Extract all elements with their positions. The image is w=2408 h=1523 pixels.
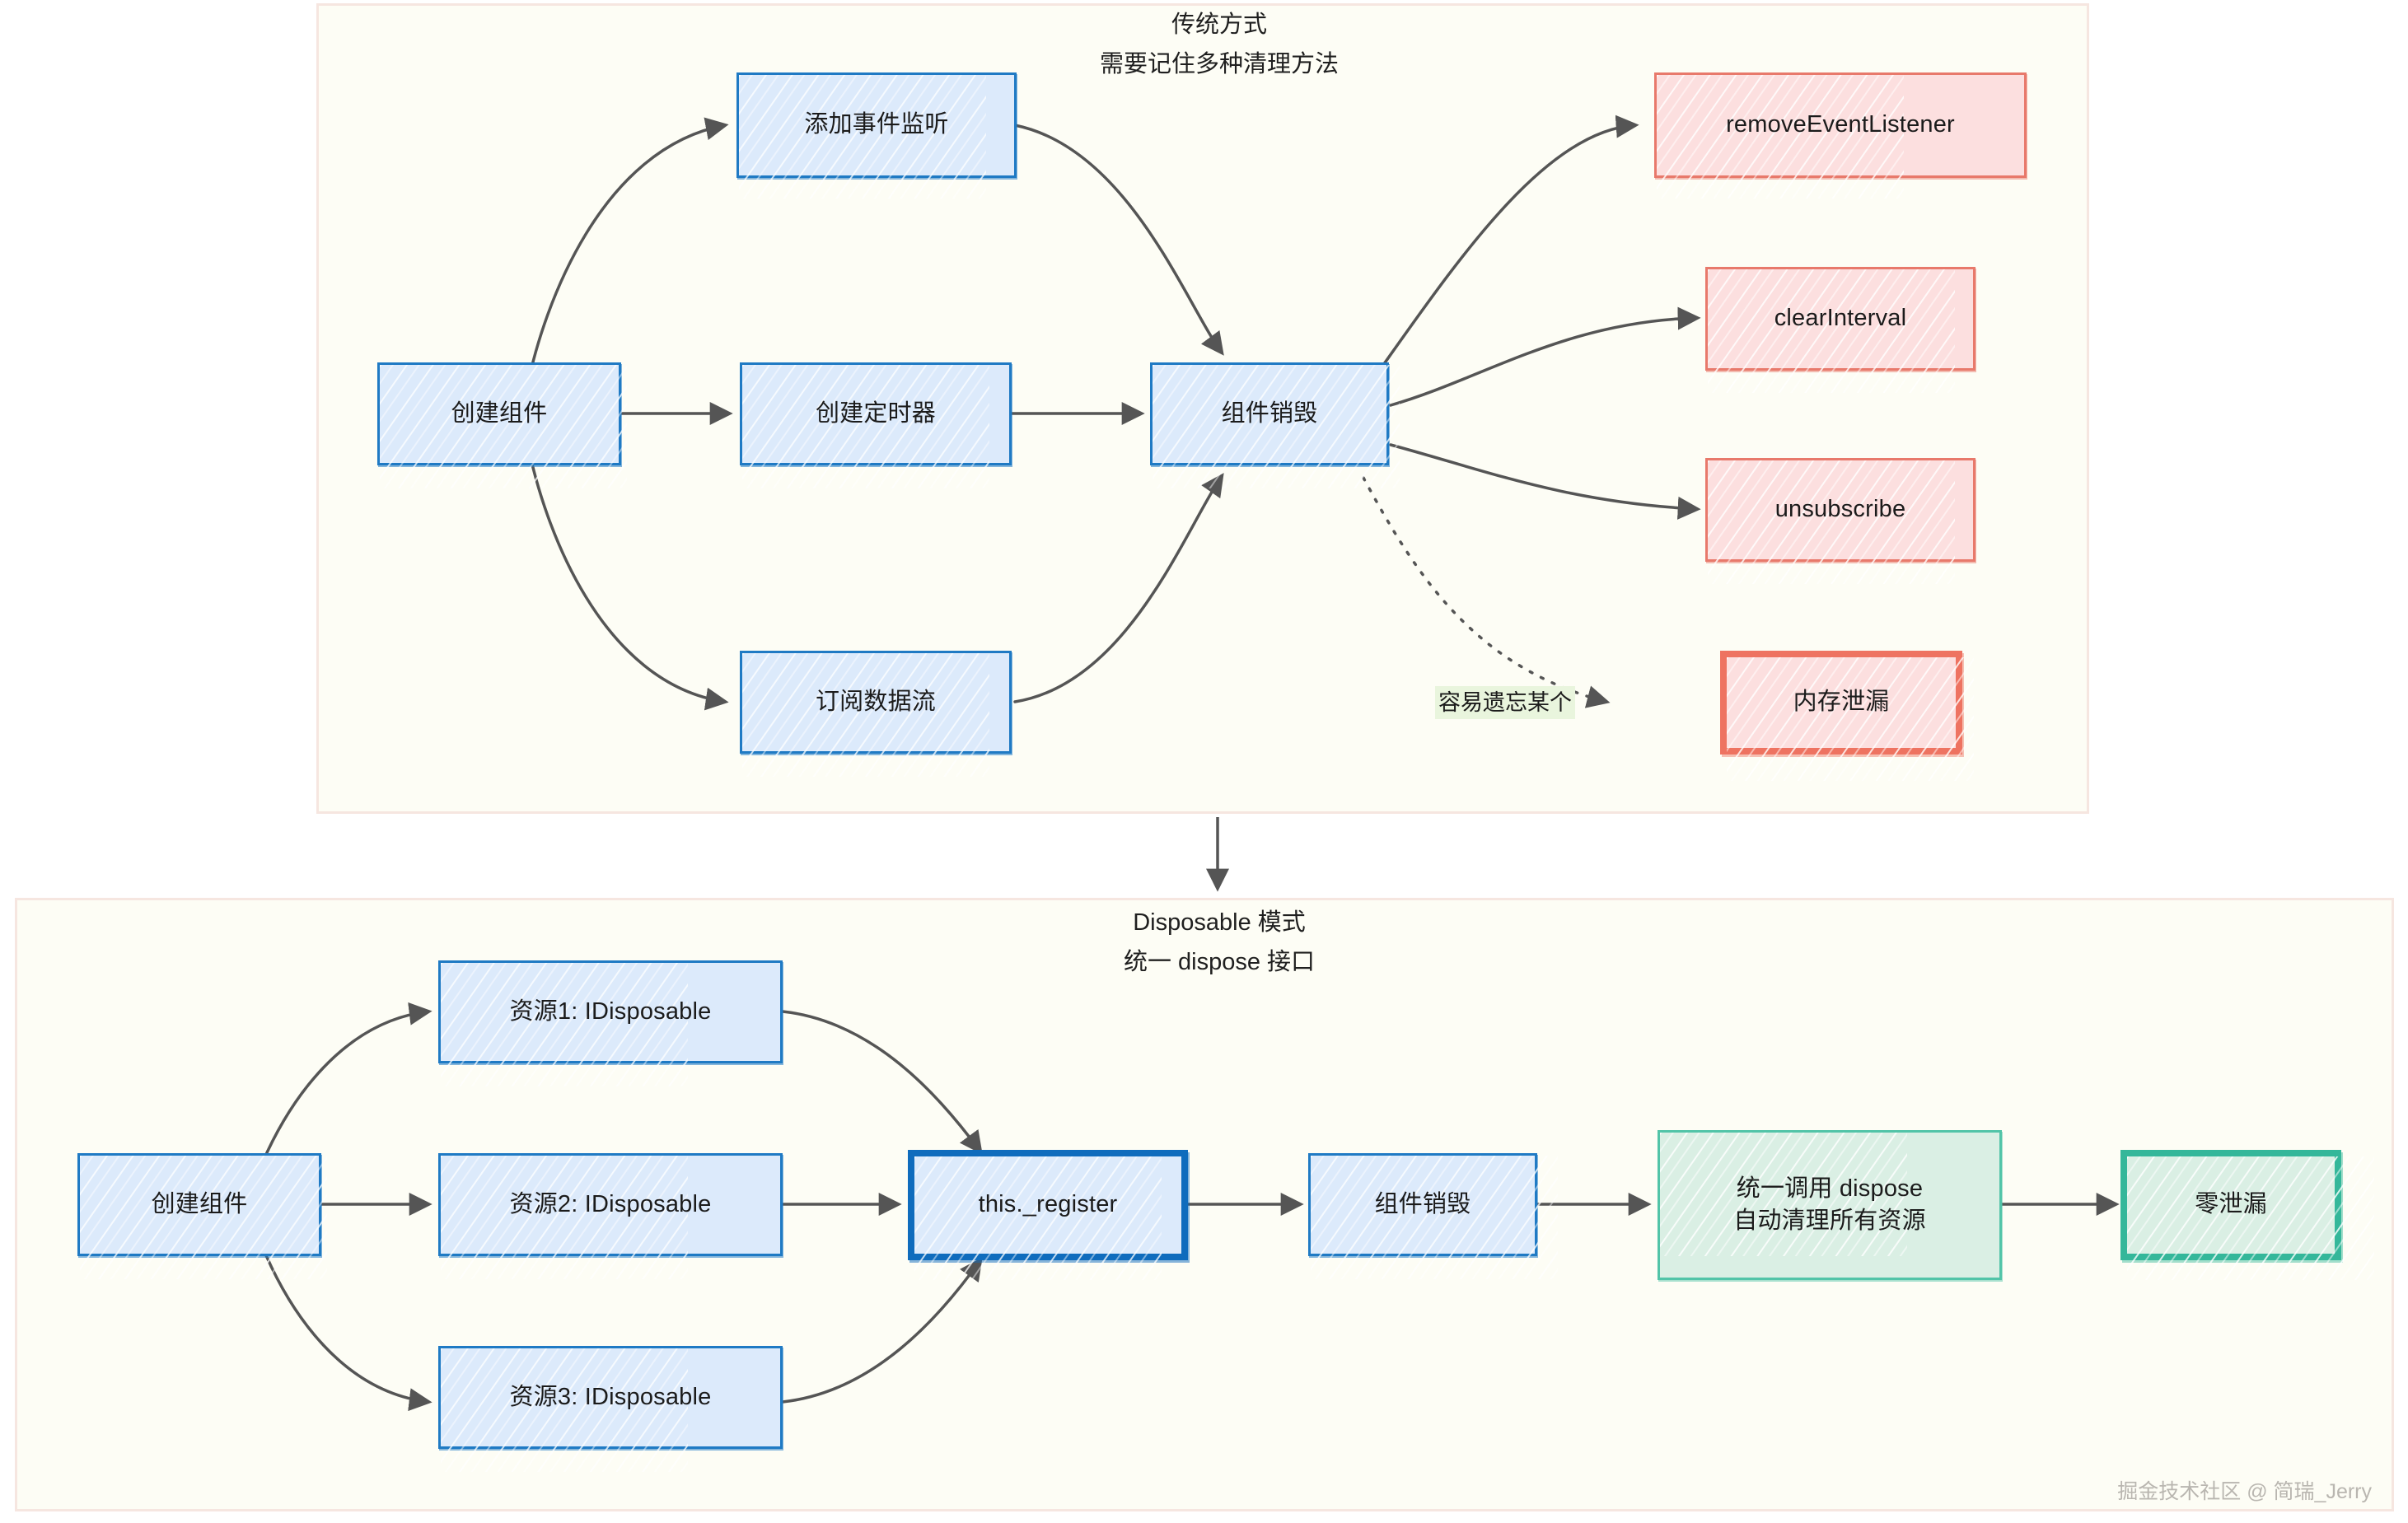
node-label: 资源2: IDisposable [509,1190,712,1217]
watermark: 掘金技术社区 @ 简瑞_Jerry [2117,1480,2372,1503]
node-label: 创建组件 [451,399,548,427]
node-label: clearInterval [1774,305,1907,332]
node-memory-leak[interactable]: 内存泄漏 [1720,651,1974,781]
node-label: 组件销毁 [1221,399,1318,427]
cluster-disposable [15,898,2394,1511]
node-create-component-traditional[interactable]: 创建组件 [377,362,627,488]
node-label-line1: 统一调用 dispose [1736,1175,1924,1202]
cluster-traditional-title-line2: 需要记住多种清理方法 [1099,51,1339,77]
node-label: 订阅数据流 [815,688,936,715]
node-label: 资源1: IDisposable [509,997,712,1025]
node-label: removeEventListener [1726,111,1955,138]
node-resource-2[interactable]: 资源2: IDisposable [438,1153,783,1279]
node-label: 内存泄漏 [1793,689,1890,716]
node-create-component-disposable[interactable]: 创建组件 [77,1153,327,1279]
node-zero-leak[interactable]: 零泄漏 [2120,1150,2374,1280]
cluster-disposable-title-line1: Disposable 模式 [1133,909,1306,936]
node-add-event-listener[interactable]: 添加事件监听 [736,72,1017,199]
node-create-timer[interactable]: 创建定时器 [740,362,1012,488]
node-clear-interval[interactable]: clearInterval [1705,267,1975,393]
node-label: unsubscribe [1774,496,1906,523]
node-label: 组件销毁 [1374,1190,1471,1217]
node-label: 零泄漏 [2195,1191,2267,1218]
cluster-traditional-title-line1: 传统方式 [1171,12,1267,38]
node-label: 资源3: IDisposable [509,1383,712,1410]
node-label-line2: 自动清理所有资源 [1733,1208,1926,1234]
node-unsubscribe[interactable]: unsubscribe [1705,458,1975,584]
node-this-register[interactable]: this._register [908,1150,1188,1280]
node-subscribe-stream[interactable]: 订阅数据流 [740,651,1012,777]
node-label: 创建定时器 [815,399,936,427]
node-remove-event-listener[interactable]: removeEventListener [1654,72,2027,199]
node-resource-1[interactable]: 资源1: IDisposable [438,960,783,1086]
node-unified-dispose[interactable]: 统一调用 dispose 自动清理所有资源 [1658,1130,2002,1280]
node-component-destroy-disposable[interactable]: 组件销毁 [1308,1153,1558,1279]
edge-label-easy-to-forget: 容易遗忘某个 [1435,686,1575,719]
cluster-disposable-title-line2: 统一 dispose 接口 [1123,949,1316,975]
node-label: this._register [978,1191,1118,1218]
node-resource-3[interactable]: 资源3: IDisposable [438,1346,783,1472]
node-component-destroy-traditional[interactable]: 组件销毁 [1150,362,1400,488]
node-label: 添加事件监听 [804,111,949,138]
node-label: 创建组件 [151,1190,248,1217]
